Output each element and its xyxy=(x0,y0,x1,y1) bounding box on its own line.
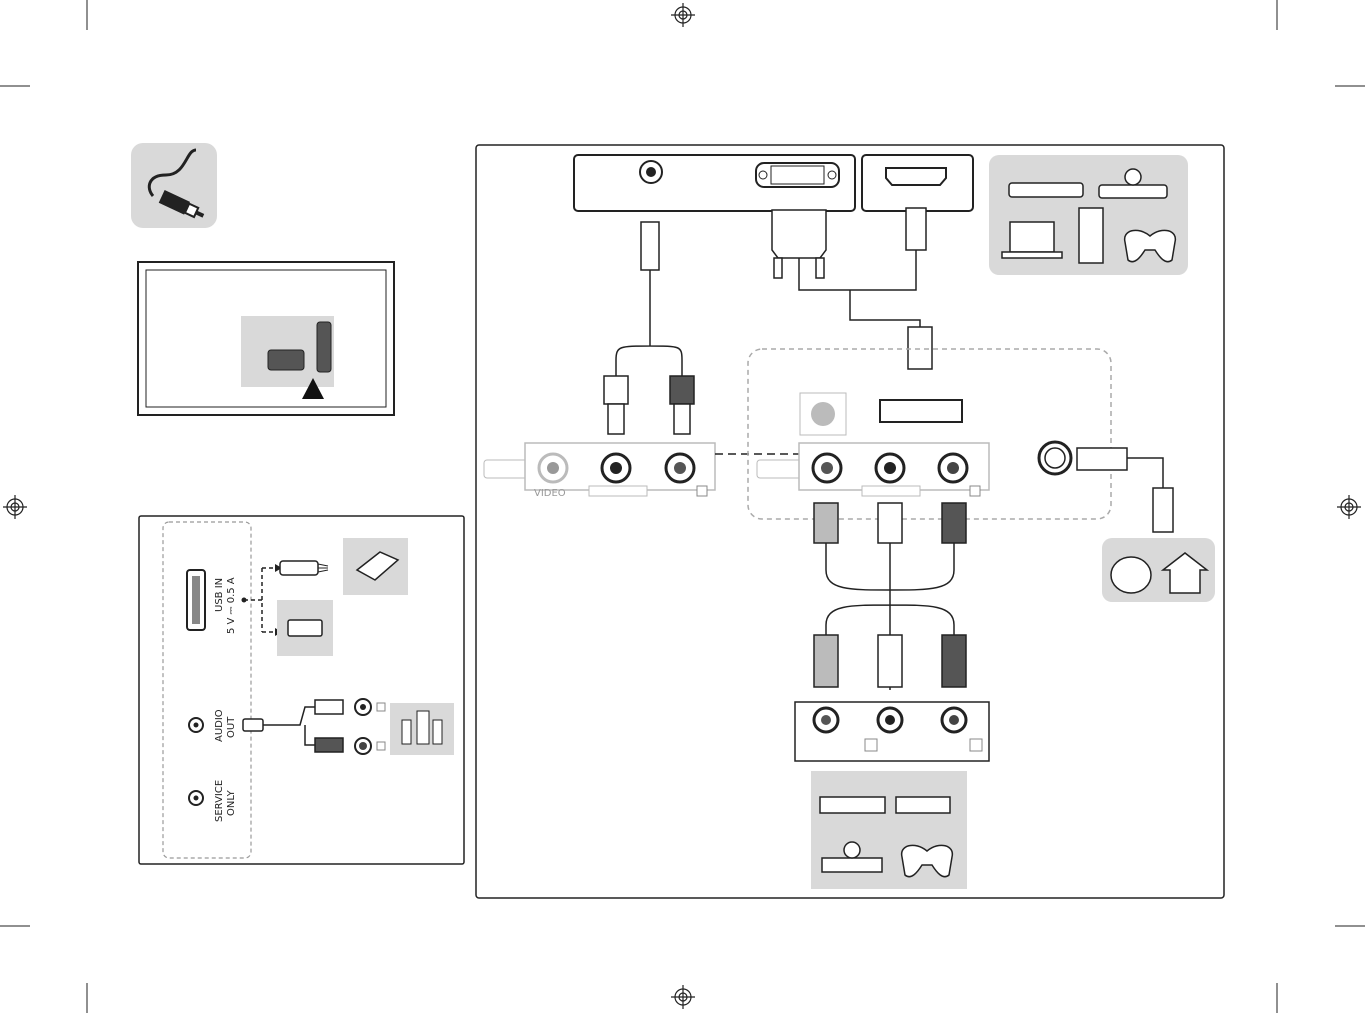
cable-icon xyxy=(131,143,217,228)
audio-out-label: AUDIO xyxy=(214,709,225,742)
av-devices-group xyxy=(811,771,967,889)
source-devices-group xyxy=(989,155,1188,275)
audio-out-label-2: OUT xyxy=(226,716,237,738)
service-label: SERVICE xyxy=(214,780,225,822)
registration-mark-left xyxy=(3,495,27,519)
set-top-box-icon xyxy=(896,797,950,813)
usb-rating: 5 V ⎓ 0.5 A xyxy=(226,577,237,634)
speaker-icon xyxy=(390,703,454,755)
tv-back-icon xyxy=(138,262,394,415)
laptop-icon xyxy=(1002,222,1062,258)
pc-tower-icon xyxy=(1079,208,1103,263)
pc-source-panel xyxy=(574,155,855,211)
registration-mark-bottom xyxy=(671,985,695,1009)
service-label-2: ONLY xyxy=(226,789,237,816)
usb-stick-icon xyxy=(277,600,333,656)
registration-mark-top xyxy=(671,3,695,27)
usb-hdd-icon xyxy=(343,538,408,595)
antenna-house-icon xyxy=(1102,538,1215,602)
dvd-player-icon xyxy=(1009,183,1083,197)
usb-panel xyxy=(139,516,464,864)
usb-label: USB IN xyxy=(214,578,225,612)
vcr-icon xyxy=(820,797,885,813)
registration-mark-right xyxy=(1337,495,1361,519)
component-output-panel xyxy=(795,702,989,761)
hdmi-source-panel xyxy=(862,155,973,211)
video-label: VIDEO xyxy=(534,488,566,499)
